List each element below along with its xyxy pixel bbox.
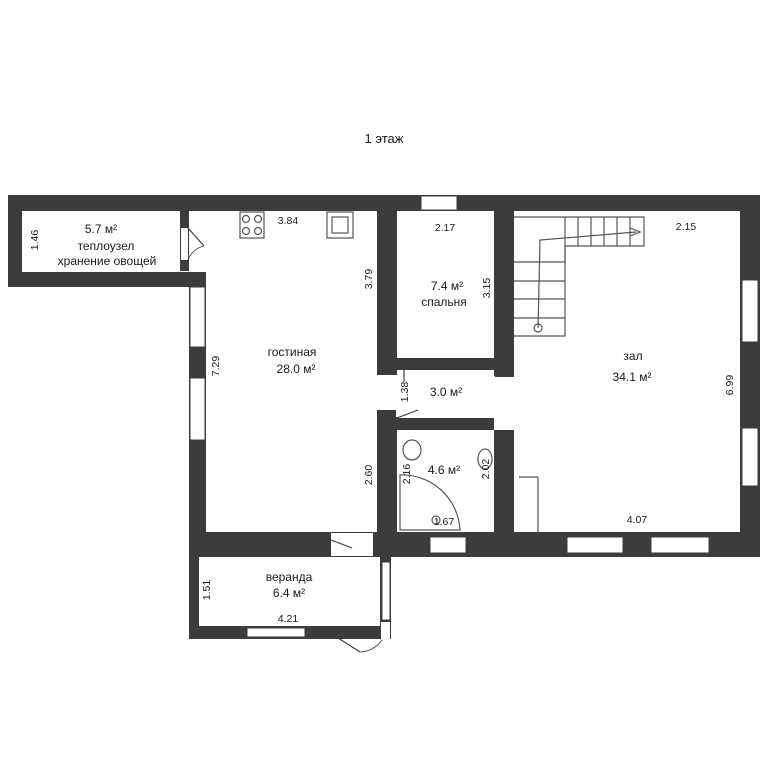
window — [381, 561, 391, 621]
storage-name-1: теплоузел — [78, 239, 135, 253]
dim-veranda-bottom: 4.21 — [278, 613, 299, 625]
window — [741, 279, 759, 343]
room-labels: 5.7 м² теплоузел хранение овощей гостина… — [58, 222, 652, 600]
window — [420, 195, 458, 211]
dim-storage-height: 1.46 — [29, 230, 41, 251]
floor-title: 1 этаж — [364, 131, 404, 146]
window — [246, 627, 306, 638]
dim-bath-bottom: 1.67 — [434, 516, 455, 528]
windows — [189, 195, 759, 638]
dim-hall-bottom: 4.07 — [627, 514, 648, 526]
dim-living-right-top: 3.79 — [363, 269, 375, 290]
storage-name-2: хранение овощей — [58, 254, 157, 268]
dim-veranda-left: 1.51 — [201, 580, 213, 601]
window — [189, 377, 206, 441]
doors — [181, 227, 513, 653]
dim-hall-top: 2.15 — [676, 221, 697, 233]
dim-living-left: 7.29 — [210, 356, 222, 377]
living-name: гостиная — [268, 345, 317, 359]
window — [566, 536, 624, 554]
dim-bath-left: 2.16 — [401, 464, 413, 485]
dim-corridor: 1.38 — [399, 382, 411, 403]
hall-area: 34.1 м² — [613, 370, 652, 384]
veranda-name: веранда — [266, 570, 313, 584]
staircase-icon — [514, 216, 645, 532]
sink-icon — [326, 211, 354, 239]
corridor-area: 3.0 м² — [430, 385, 462, 399]
window — [189, 286, 206, 348]
fixtures — [239, 211, 645, 532]
veranda-area: 6.4 м² — [273, 586, 305, 600]
dim-bedroom-top: 2.17 — [435, 222, 456, 234]
dim-bedroom-right: 3.15 — [481, 278, 493, 299]
bedroom-area: 7.4 м² — [431, 279, 463, 293]
window — [429, 536, 467, 554]
hall-name: зал — [623, 349, 642, 363]
storage-area: 5.7 м² — [85, 222, 117, 236]
dim-bath-right: 2.02 — [480, 459, 492, 480]
dim-hall-right: 6.99 — [724, 375, 736, 396]
stove-icon — [239, 211, 265, 239]
dimension-labels: 1.46 3.84 3.79 7.29 2.60 2.17 3.15 1.38 … — [29, 215, 736, 625]
bedroom-name: спальня — [421, 295, 467, 309]
shower-icon — [399, 474, 461, 531]
window — [741, 427, 759, 487]
bath-area: 4.6 м² — [428, 463, 460, 477]
dim-living-right-bottom: 2.60 — [363, 465, 375, 486]
dim-living-top: 3.84 — [278, 215, 299, 227]
washbasin-icon — [402, 439, 422, 461]
living-area: 28.0 м² — [277, 362, 316, 376]
window — [650, 536, 710, 554]
toilet-icon — [477, 448, 493, 470]
